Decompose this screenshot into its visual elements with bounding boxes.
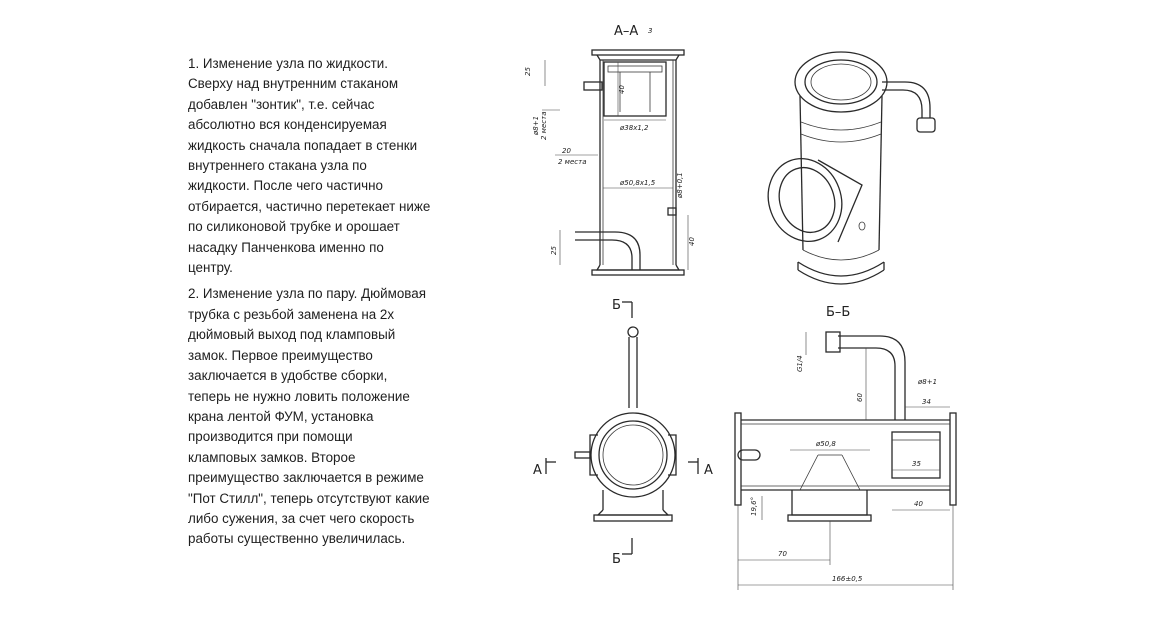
dim-25-top: 25	[524, 67, 532, 76]
mark-a-right: А	[704, 463, 713, 478]
dim-40-bottom: 40	[688, 237, 696, 246]
dim-g14: G1/4	[796, 355, 804, 372]
dim-34: 34	[922, 398, 931, 406]
dim-25-bottom: 25	[550, 246, 558, 255]
mark-b-bottom: Б	[612, 552, 621, 567]
dim-pipe-diameter: ø50,8х1,5	[619, 179, 656, 187]
dim-cup-diameter: ø38х1,2	[619, 124, 649, 132]
dim-hole-small: ø8+0,1	[676, 172, 684, 199]
dim-40-bb: 40	[914, 500, 923, 508]
paragraph-liquid-node: 1. Изменение узла по жидкости. Сверху на…	[188, 56, 431, 276]
section-aa-title: А–А	[614, 24, 638, 39]
dim-40-inner: 40	[618, 85, 626, 94]
mark-a-left: А	[533, 463, 542, 478]
label-two-places-b: 2 места	[558, 158, 586, 166]
dim-hole-8: ø8+1	[532, 116, 540, 136]
dim-70: 70	[778, 550, 787, 558]
dim-35: 35	[912, 460, 921, 468]
mark-b-top: Б	[612, 298, 621, 313]
dim-tube-8: ø8+1	[917, 378, 937, 386]
paragraph-vapor-node: 2. Изменение узла по пару. Дюймовая труб…	[188, 286, 430, 547]
section-bb-view: Б–Б G1/4 60 ø8+1 34 ø50,8 35 19,6°	[734, 305, 957, 590]
dim-3: 3	[648, 27, 652, 35]
section-bb-title: Б–Б	[826, 305, 850, 320]
dim-196: 19,6°	[750, 497, 758, 516]
dim-20: 20	[562, 147, 571, 155]
description-text: 1. Изменение узла по жидкости. Сверху на…	[188, 54, 500, 556]
dim-508-bb: ø50,8	[815, 440, 836, 448]
section-aa-view: А–А ø38х1,2 ø50,8х1,5 25 40 3 ø8+1 2 мес…	[524, 24, 696, 276]
isometric-view	[767, 51, 936, 285]
dim-166: 166±0,5	[832, 575, 863, 583]
dim-60: 60	[856, 393, 864, 402]
label-two-places-a: 2 места	[540, 112, 548, 140]
front-view: Б А А Б	[533, 298, 713, 567]
